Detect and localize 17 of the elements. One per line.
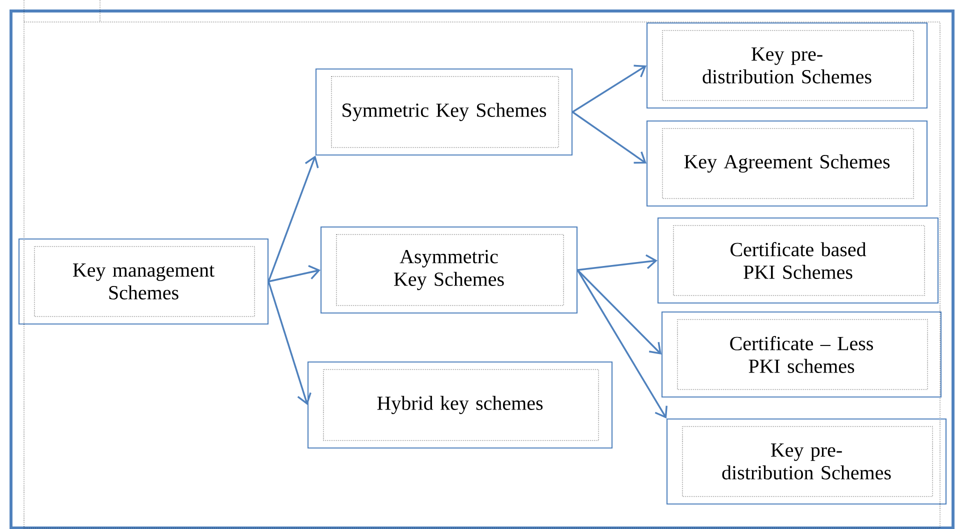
arrow bbox=[268, 265, 320, 282]
process-box: Key pre-distribution Schemes bbox=[646, 22, 928, 109]
arrow bbox=[268, 156, 319, 282]
process-box: Hybrid key schemes bbox=[307, 361, 613, 449]
arrow bbox=[572, 111, 646, 164]
process-box: Certificate – Less PKI schemes bbox=[661, 311, 942, 398]
process-box: Key pre-distribution Schemes bbox=[666, 418, 947, 505]
arrow bbox=[576, 269, 662, 354]
process-box: Certificate based PKI Schemes bbox=[657, 217, 939, 304]
process-box: Asymmetric Key Schemes bbox=[320, 226, 578, 314]
arrow bbox=[268, 281, 312, 405]
arrow bbox=[577, 254, 658, 271]
arrow bbox=[576, 270, 668, 418]
process-box: Key management Schemes bbox=[18, 238, 269, 325]
process-box: Key Agreement Schemes bbox=[646, 120, 928, 207]
arrow bbox=[572, 64, 646, 113]
process-box: Symmetric Key Schemes bbox=[315, 68, 573, 156]
